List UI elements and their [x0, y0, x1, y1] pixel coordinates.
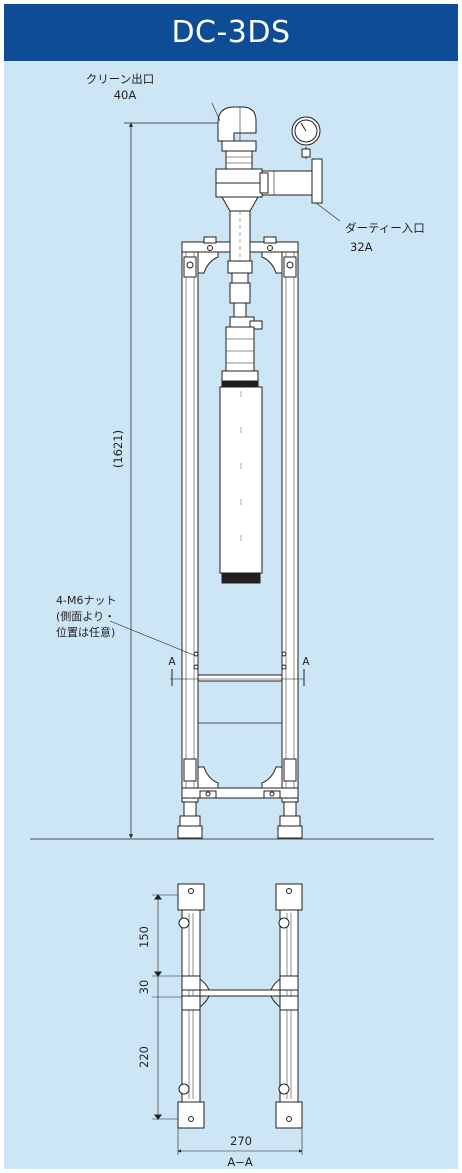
dirty-inlet-size: 32A	[350, 240, 373, 254]
corner-block-bl	[183, 758, 197, 782]
corner-block-tr	[283, 256, 297, 278]
filter-cap	[221, 380, 259, 388]
foot-plate-tr	[275, 883, 303, 911]
dim-270: 270	[230, 1134, 252, 1148]
section-mark-left: A	[168, 656, 176, 668]
bottom-cross-member	[199, 989, 281, 997]
foot-plate-br	[275, 1101, 303, 1129]
section-mark-right: A	[302, 656, 310, 668]
foot-right	[279, 815, 301, 827]
clean-outlet-label: クリーン出口	[86, 72, 154, 86]
valve-assembly	[225, 326, 255, 372]
dim-150: 150	[137, 926, 151, 948]
clean-outlet-size: 40A	[114, 88, 137, 102]
foot-plate-bl	[177, 1101, 205, 1129]
overall-height-dimension: (1621)	[111, 430, 125, 468]
foot-left	[179, 815, 201, 827]
frame-middle-shelf	[197, 674, 283, 682]
title-bar: DC-3DS	[4, 4, 458, 61]
front-view	[30, 102, 434, 840]
filter-base	[221, 572, 261, 584]
nut-label-line1: 4-M6ナット	[56, 594, 116, 607]
model-title: DC-3DS	[171, 15, 291, 50]
foot-plate-tl	[177, 883, 205, 911]
bottom-view	[152, 883, 303, 1155]
corner-block-tl	[183, 256, 197, 278]
technical-drawing: クリーン出口 40A ダーティー入口 32A (1621) 4-M6ナット (側…	[30, 72, 434, 1169]
dim-30: 30	[137, 980, 151, 995]
filter-housing	[219, 386, 263, 574]
cyclone-head	[215, 168, 263, 184]
nut-label-line2: (側面より・	[56, 610, 115, 623]
dirty-inlet-label: ダーティー入口	[345, 221, 425, 235]
drawing-panel: クリーン出口 40A ダーティー入口 32A (1621) 4-M6ナット (側…	[4, 61, 458, 1169]
frame-bottom-bar	[181, 787, 299, 799]
frame-left-post	[181, 246, 199, 803]
section-label: A−A	[227, 1155, 253, 1169]
frame-right-post	[281, 246, 299, 803]
corner-block-br	[283, 758, 297, 782]
dirty-inlet-pipe	[261, 170, 313, 196]
dim-220: 220	[137, 1046, 151, 1068]
nut-label-line3: 位置は任意)	[56, 625, 115, 639]
clean-outlet-elbow	[217, 106, 257, 142]
